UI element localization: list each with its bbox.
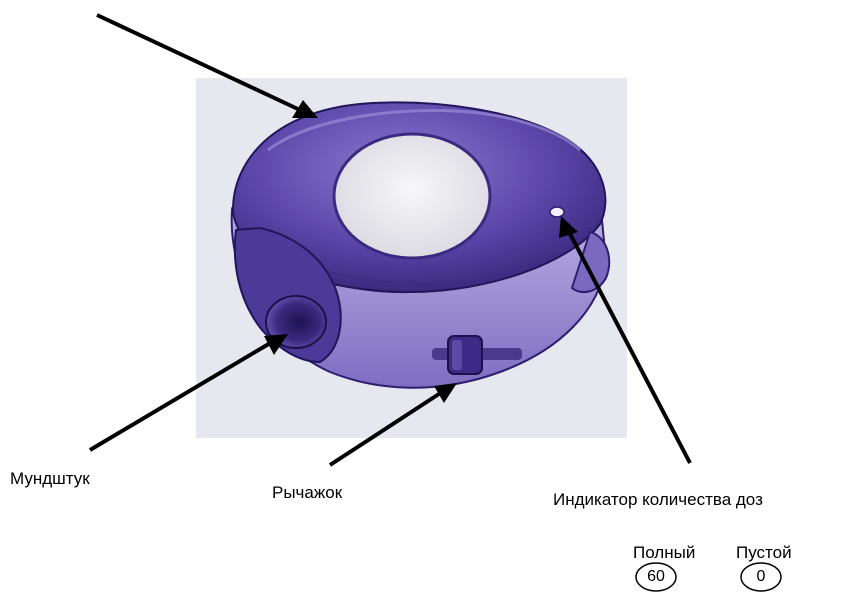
mouthpiece-label: Мундштук <box>10 469 90 489</box>
dose-counter-label: Индикатор количества доз <box>553 490 763 510</box>
counter-full-value: 60 <box>636 567 676 587</box>
device-cap <box>334 134 490 258</box>
counter-empty-value: 0 <box>741 567 781 587</box>
dose-counter-window <box>550 207 564 217</box>
lever-label: Рычажок <box>272 483 342 503</box>
empty-label: Пустой <box>736 543 792 563</box>
full-label: Полный <box>633 543 695 563</box>
inhaler-device <box>232 103 609 388</box>
